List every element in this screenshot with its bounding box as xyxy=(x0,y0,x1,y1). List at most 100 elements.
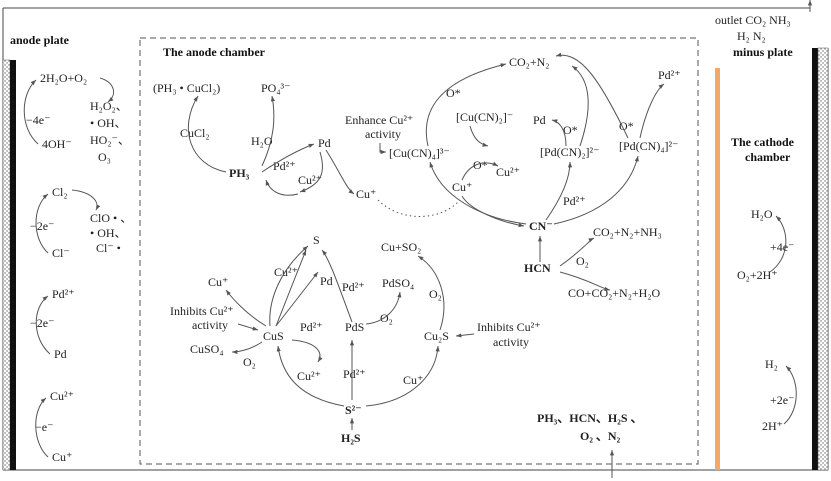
svg-text:Pd: Pd xyxy=(320,274,333,288)
svg-text:Pd: Pd xyxy=(54,347,67,361)
svg-text:Pd²⁺: Pd²⁺ xyxy=(563,194,586,208)
svg-text:Inhibits Cu²⁺: Inhibits Cu²⁺ xyxy=(477,320,541,334)
svg-text:CN⁻: CN⁻ xyxy=(529,219,553,233)
svg-text:O₂: O₂ xyxy=(576,254,589,268)
svg-text:Cu⁺: Cu⁺ xyxy=(356,187,376,201)
svg-text:CO₂+N₂: CO₂+N₂ xyxy=(509,55,549,69)
svg-text:activity: activity xyxy=(192,318,228,332)
outlet-label-line2: H₂ N₂ xyxy=(737,29,766,43)
svg-text:Inhibits Cu²⁺: Inhibits Cu²⁺ xyxy=(170,304,234,318)
svg-text:O₂: O₂ xyxy=(380,311,393,325)
svg-text:Pd: Pd xyxy=(533,113,546,127)
svg-text:Cu⁺: Cu⁺ xyxy=(403,373,423,387)
svg-text:HO₂⁻、: HO₂⁻、 xyxy=(90,133,130,147)
svg-text:S²⁻: S²⁻ xyxy=(345,403,362,417)
svg-text:O*: O* xyxy=(619,119,634,133)
svg-text:−e⁻: −e⁻ xyxy=(35,420,53,434)
svg-text:Pd²⁺: Pd²⁺ xyxy=(343,367,366,381)
svg-text:Cl₂: Cl₂ xyxy=(52,185,68,199)
gas-inlet: PH₃、HCN、H₂S 、 O₂ 、N₂ xyxy=(537,411,643,478)
svg-text:Cu²⁺: Cu²⁺ xyxy=(298,173,322,187)
svg-text:Pd²⁺: Pd²⁺ xyxy=(658,68,681,82)
svg-text:+2e⁻: +2e⁻ xyxy=(770,393,794,407)
h2s-oxidation-group: S Cu²⁺ Pd Cu⁺ Inhibits Cu²⁺ activity CuS… xyxy=(170,233,541,445)
cathode-hydrogen-evolution: H₂ +2e⁻ 2H⁺ xyxy=(762,357,797,433)
minus-plate-title: minus plate xyxy=(733,45,793,59)
reactor-frame xyxy=(2,0,829,471)
svg-text:Cu⁺: Cu⁺ xyxy=(52,450,72,464)
svg-text:HCN: HCN xyxy=(524,261,551,275)
svg-text:Pd²⁺: Pd²⁺ xyxy=(52,287,75,301)
svg-text:Cu⁺: Cu⁺ xyxy=(208,275,228,289)
svg-text:−2e⁻: −2e⁻ xyxy=(30,316,54,330)
svg-text:CuSO₄: CuSO₄ xyxy=(190,342,224,356)
svg-text:activity: activity xyxy=(365,127,401,141)
anode-chamber-box xyxy=(139,37,699,465)
outlet-label-line1: outlet CO₂ NH₃ xyxy=(715,13,791,27)
ph3-oxidation-group: (PH₃ • CuCl₂) PO₄³⁻ CuCl₂ H₂O Pd PH₃ Pd²… xyxy=(153,81,461,217)
svg-text:Cu⁺: Cu⁺ xyxy=(452,180,472,194)
svg-text:Pd²⁺: Pd²⁺ xyxy=(342,280,365,294)
svg-text:O₂+2H⁺: O₂+2H⁺ xyxy=(737,268,778,282)
svg-text:H₂O: H₂O xyxy=(251,134,273,148)
svg-text:PH₃: PH₃ xyxy=(229,166,250,180)
svg-text:[Cu(CN)₂]⁻: [Cu(CN)₂]⁻ xyxy=(456,110,513,124)
svg-text:O₃: O₃ xyxy=(98,150,111,164)
svg-text:O*: O* xyxy=(473,158,488,172)
svg-text:2H⁺: 2H⁺ xyxy=(762,419,783,433)
svg-text:H₂O: H₂O xyxy=(751,207,773,221)
svg-text:Cu²⁺: Cu²⁺ xyxy=(496,165,520,179)
cathode-electrode xyxy=(812,47,829,471)
svg-text:Cu₂S: Cu₂S xyxy=(424,329,449,343)
svg-text:H₂: H₂ xyxy=(765,357,778,371)
svg-text:+4e⁻: +4e⁻ xyxy=(770,240,794,254)
svg-text:−4e⁻: −4e⁻ xyxy=(26,113,50,127)
svg-text:CO₂+N₂+NH₃: CO₂+N₂+NH₃ xyxy=(593,225,662,239)
svg-text:(PH₃ • CuCl₂): (PH₃ • CuCl₂) xyxy=(153,81,220,95)
anode-cl-oxidation: Cl₂ −2e⁻ Cl⁻ ClO • 、 • OH、 Cl⁻ • xyxy=(30,185,132,260)
cathode-oxygen-reduction: H₂O +4e⁻ O₂+2H⁺ xyxy=(737,207,794,282)
svg-text:O₂: O₂ xyxy=(243,355,256,369)
anode-electrode xyxy=(2,59,16,471)
svg-text:Enhance Cu²⁺: Enhance Cu²⁺ xyxy=(345,113,413,127)
cyanide-oxidation-group: Enhance Cu²⁺ activity [Cu(CN)₄]³⁻ [Cu(CN… xyxy=(345,52,681,300)
svg-text:ClO • 、: ClO • 、 xyxy=(90,211,132,225)
svg-text:activity: activity xyxy=(493,335,529,349)
svg-text:H₂O₂、: H₂O₂、 xyxy=(90,99,128,113)
svg-text:Cu+SO₂: Cu+SO₂ xyxy=(381,240,421,254)
anode-oh-oxidation: 2H₂O+O₂ −4e⁻ 4OH⁻ H₂O₂、 • OH、 HO₂⁻、 O₃ xyxy=(23,71,130,164)
svg-text:[Pd(CN)₄]²⁻: [Pd(CN)₄]²⁻ xyxy=(619,139,678,153)
svg-text:• OH、: • OH、 xyxy=(90,116,127,130)
svg-text:Cu²⁺: Cu²⁺ xyxy=(50,389,74,403)
svg-text:CuS: CuS xyxy=(263,329,284,343)
svg-text:O*: O* xyxy=(446,86,461,100)
svg-text:Pd²⁺: Pd²⁺ xyxy=(273,159,296,173)
svg-text:O₂: O₂ xyxy=(429,287,442,301)
svg-text:• OH、: • OH、 xyxy=(90,226,127,240)
svg-text:CO+CO₂+N₂+H₂O: CO+CO₂+N₂+H₂O xyxy=(568,286,661,300)
svg-text:Pd²⁺: Pd²⁺ xyxy=(300,320,323,334)
svg-text:Cu²⁺: Cu²⁺ xyxy=(297,369,321,383)
svg-text:Cl⁻: Cl⁻ xyxy=(52,246,70,260)
cathode-chamber-title-line1: The cathode xyxy=(731,135,795,149)
separator-membrane xyxy=(715,68,720,470)
svg-text:4OH⁻: 4OH⁻ xyxy=(42,137,72,151)
svg-text:PdSO₄: PdSO₄ xyxy=(382,276,414,290)
svg-text:PdS: PdS xyxy=(345,320,364,334)
svg-text:S: S xyxy=(313,233,320,247)
svg-text:H₂S: H₂S xyxy=(341,431,361,445)
svg-text:−2e⁻: −2e⁻ xyxy=(30,219,54,233)
svg-text:Pd: Pd xyxy=(318,136,331,150)
anode-chamber-title: The anode chamber xyxy=(163,45,266,59)
anode-cu-oxidation: Cu²⁺ −e⁻ Cu⁺ xyxy=(35,389,74,464)
svg-text:Cl⁻ •: Cl⁻ • xyxy=(96,241,121,255)
svg-text:PH₃、HCN、H₂S 、: PH₃、HCN、H₂S 、 xyxy=(537,411,643,425)
cathode-chamber-title-line2: chamber xyxy=(745,150,791,164)
svg-text:[Pd(CN)₂]²⁻: [Pd(CN)₂]²⁻ xyxy=(540,145,599,159)
svg-text:PO₄³⁻: PO₄³⁻ xyxy=(261,81,290,95)
svg-text:CuCl₂: CuCl₂ xyxy=(180,126,210,140)
svg-text:[Cu(CN)₄]³⁻: [Cu(CN)₄]³⁻ xyxy=(389,146,450,160)
svg-text:O*: O* xyxy=(563,123,578,137)
anode-plate-title: anode plate xyxy=(10,33,70,47)
